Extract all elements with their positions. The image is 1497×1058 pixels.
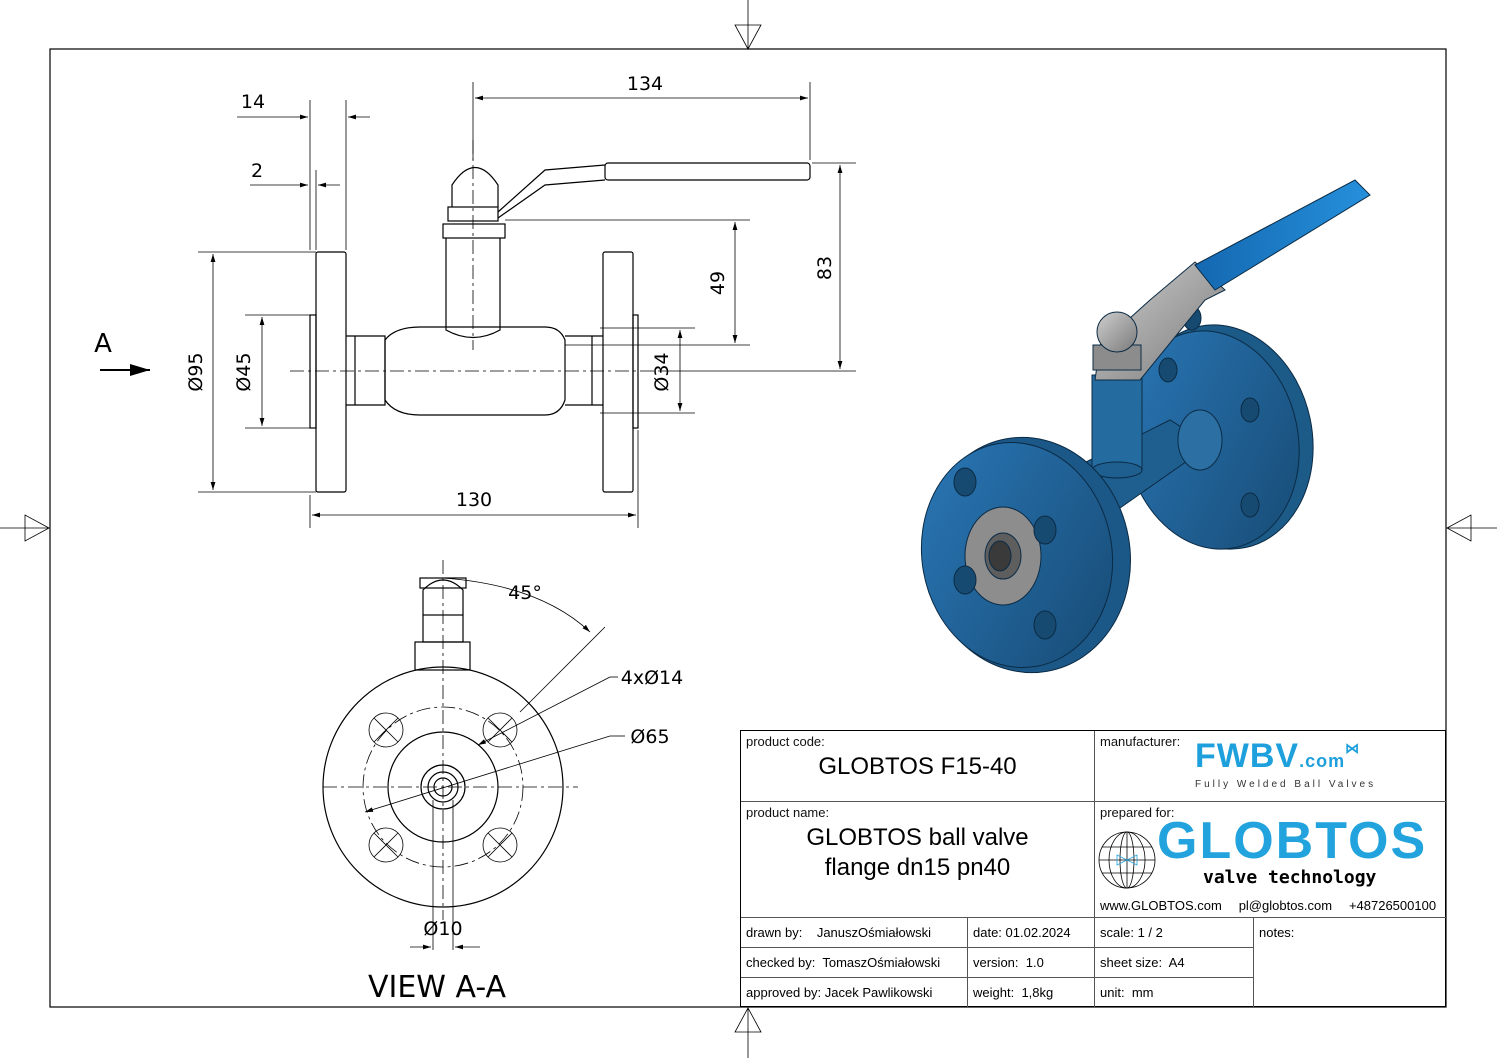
product-code: GLOBTOS F15-40 [818, 753, 1017, 780]
approved-by: Jacek Pawlikowski [824, 985, 933, 1000]
dim-bolt-circle: Ø65 [630, 726, 669, 748]
weight-label: weight: [973, 985, 1015, 1000]
fwbv-tagline: Fully Welded Ball Valves [1195, 779, 1377, 790]
product-name-cell: product name: GLOBTOS ball valve flange … [741, 802, 1095, 918]
notes-label: notes: [1259, 925, 1295, 940]
title-block: product code: GLOBTOS F15-40 manufacture… [740, 730, 1446, 1007]
sheet-size-label: sheet size: [1100, 955, 1163, 970]
date: 01.02.2024 [1005, 925, 1071, 940]
manufacturer-label: manufacturer: [1100, 734, 1181, 749]
checked-by-label: checked by: [746, 955, 816, 970]
website-link[interactable]: www.GLOBTOS.com [1100, 898, 1222, 913]
globtos-tagline: valve technology [1203, 867, 1377, 888]
dim-raised-face: 2 [251, 160, 263, 182]
isometric-valve-render [920, 179, 1371, 674]
scale: 1 / 2 [1137, 925, 1163, 940]
version-label: version: [973, 955, 1019, 970]
prepared-for-label: prepared for: [1100, 805, 1175, 820]
date-label: date: [973, 925, 1002, 940]
product-code-label: product code: [746, 734, 825, 749]
product-name-line1: GLOBTOS ball valve [806, 824, 1029, 851]
unit-label: unit: [1100, 985, 1125, 1000]
front-view: 134 14 2 Ø95 Ø45 Ø34 49 83 130 A [94, 73, 856, 528]
bolt-holes [364, 577, 625, 950]
product-code-cell: product code: GLOBTOS F15-40 [741, 731, 1095, 802]
dim-body-diameter: Ø34 [651, 352, 673, 391]
globtos-logo: GLOBTOS [1157, 812, 1428, 870]
unit-cell: unit: mm [1095, 978, 1254, 1007]
fwbv-logo-text: FWBV [1195, 737, 1300, 775]
phone-number: +48726500100 [1348, 898, 1437, 913]
dim-angle: 45° [508, 582, 542, 604]
globe-icon [1098, 831, 1156, 889]
checked-by: TomaszOśmiałowski [822, 955, 941, 970]
dim-handle-length: 134 [627, 73, 663, 95]
manufacturer-cell: manufacturer: FWBV.com⋈ Fully Welded Bal… [1095, 731, 1446, 802]
drawn-by-cell: drawn by: JanuszOśmiałowski [741, 918, 968, 948]
unit: mm [1131, 985, 1154, 1000]
sheet-size-cell: sheet size: A4 [1095, 948, 1254, 978]
dim-flange-diameter: Ø95 [185, 352, 207, 391]
weight: 1,8kg [1021, 985, 1054, 1000]
weight-cell: weight: 1,8kg [968, 978, 1095, 1007]
view-a-a: 45° 4xØ14 Ø65 Ø10 VIEW A-A [322, 560, 683, 1005]
dim-bolt-holes: 4xØ14 [621, 667, 683, 689]
drawn-by-label: drawn by: [746, 925, 803, 940]
scale-label: scale: [1100, 925, 1134, 940]
checked-by-cell: checked by: TomaszOśmiałowski [741, 948, 968, 978]
product-name-label: product name: [746, 805, 830, 820]
sheet-size: A4 [1168, 955, 1185, 970]
dim-total-height: 83 [814, 256, 836, 280]
contact-info: www.GLOBTOS.com pl@globtos.com +48726500… [1100, 898, 1436, 914]
approved-by-label: approved by: [746, 985, 822, 1000]
view-title: VIEW A-A [368, 970, 507, 1005]
approved-by-cell: approved by: Jacek Pawlikowski [741, 978, 968, 1007]
email-link[interactable]: pl@globtos.com [1238, 898, 1333, 913]
valve-icon: ⋈ [1345, 740, 1361, 756]
dim-bore: Ø10 [423, 918, 462, 940]
dim-stem-height: 49 [707, 271, 729, 295]
version: 1.0 [1025, 955, 1044, 970]
dim-flange-thickness: 14 [241, 91, 265, 113]
product-name-line2: flange dn15 pn40 [824, 854, 1011, 881]
dim-face-to-face: 130 [456, 489, 492, 511]
drawn-by: JanuszOśmiałowski [816, 925, 931, 940]
prepared-for-cell: prepared for: GLOBTOS valve technology w… [1095, 802, 1446, 918]
dim-face-diameter: Ø45 [233, 352, 255, 391]
date-cell: date: 01.02.2024 [968, 918, 1095, 948]
notes-cell: notes: [1254, 918, 1446, 1007]
fwbv-logo-suffix: .com [1299, 751, 1346, 771]
scale-cell: scale: 1 / 2 [1095, 918, 1254, 948]
fwbv-logo: FWBV.com⋈ [1195, 739, 1360, 779]
view-arrow-label: A [94, 329, 112, 359]
version-cell: version: 1.0 [968, 948, 1095, 978]
